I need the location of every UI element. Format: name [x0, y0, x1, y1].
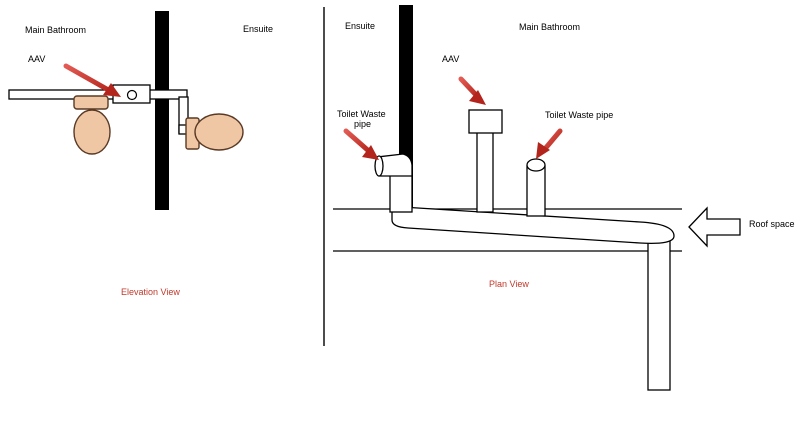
- plan-view: Ensuite Main Bathroom AAV Toilet Waste p…: [333, 5, 795, 391]
- elevation-view-caption: Elevation View: [121, 287, 180, 297]
- aav-valve-icon: [468, 109, 503, 134]
- roof-space-arrow: [688, 206, 741, 248]
- elevation-wall: [155, 11, 169, 210]
- elevation-aav-label: AAV: [28, 54, 45, 64]
- elevation-view: Main Bathroom Ensuite AAV Elevation View: [8, 11, 273, 297]
- plan-main-bathroom-waste-mouth: [526, 158, 546, 172]
- roof-space-label: Roof space: [749, 219, 795, 229]
- plan-toilet-waste-left-label-line2: pipe: [354, 119, 371, 129]
- red-pointer-arrow: [458, 76, 486, 105]
- plan-toilet-waste-right-label: Toilet Waste pipe: [545, 110, 613, 120]
- toilet-icon: [185, 113, 244, 151]
- plan-main-bathroom-waste-pipe: [526, 165, 546, 217]
- red-pointer-arrow: [343, 128, 379, 160]
- red-pointer-arrow: [63, 63, 121, 97]
- red-pointer-arrow: [536, 128, 563, 159]
- elevation-main-bathroom-label: Main Bathroom: [25, 25, 86, 35]
- plan-ensuite-waste-mouth: [374, 155, 384, 177]
- plan-aav-label: AAV: [442, 54, 459, 64]
- aav-valve-opening: [126, 89, 138, 101]
- plan-stack-pipe: [647, 239, 671, 391]
- elevation-ensuite-label: Ensuite: [243, 24, 273, 34]
- toilet-icon: [73, 95, 111, 155]
- plan-ensuite-label: Ensuite: [345, 21, 375, 31]
- plan-aav-pipe: [476, 131, 494, 213]
- plan-view-caption: Plan View: [489, 279, 529, 289]
- plan-toilet-waste-left-label-line1: Toilet Waste: [337, 109, 386, 119]
- plan-main-bathroom-label: Main Bathroom: [519, 22, 580, 32]
- plan-ensuite-waste-elbow: [376, 153, 413, 177]
